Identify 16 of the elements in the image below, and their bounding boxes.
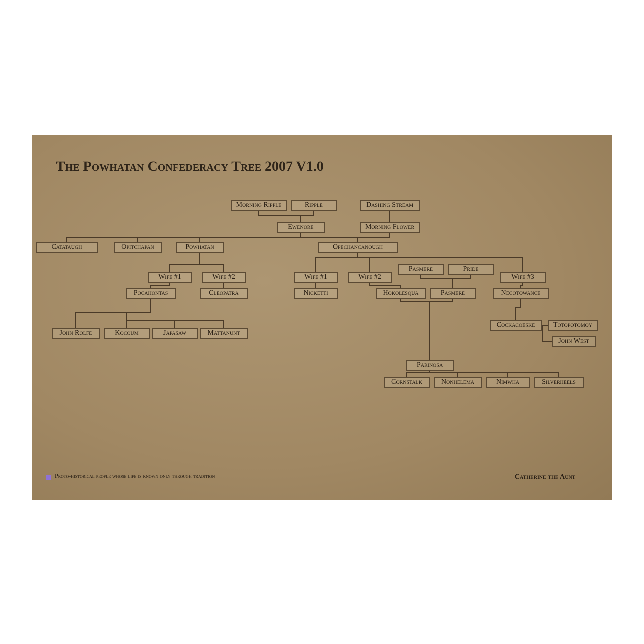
connector-line <box>150 282 170 288</box>
connector-line <box>542 325 552 342</box>
connector-line <box>452 274 472 288</box>
connector-line <box>300 210 314 222</box>
connector-line <box>430 298 454 360</box>
title: The Powhatan Confederacy Tree 2007 V1.0 <box>56 160 324 176</box>
connector-line <box>126 320 224 328</box>
connector-line <box>370 282 402 288</box>
connector-line <box>406 370 430 378</box>
connector-line <box>358 232 390 242</box>
connector-line <box>542 325 548 326</box>
connector-line <box>358 252 524 272</box>
connector-line <box>520 282 524 288</box>
connector-line <box>200 252 224 272</box>
connector-line <box>430 370 560 378</box>
connector-line <box>516 298 522 320</box>
